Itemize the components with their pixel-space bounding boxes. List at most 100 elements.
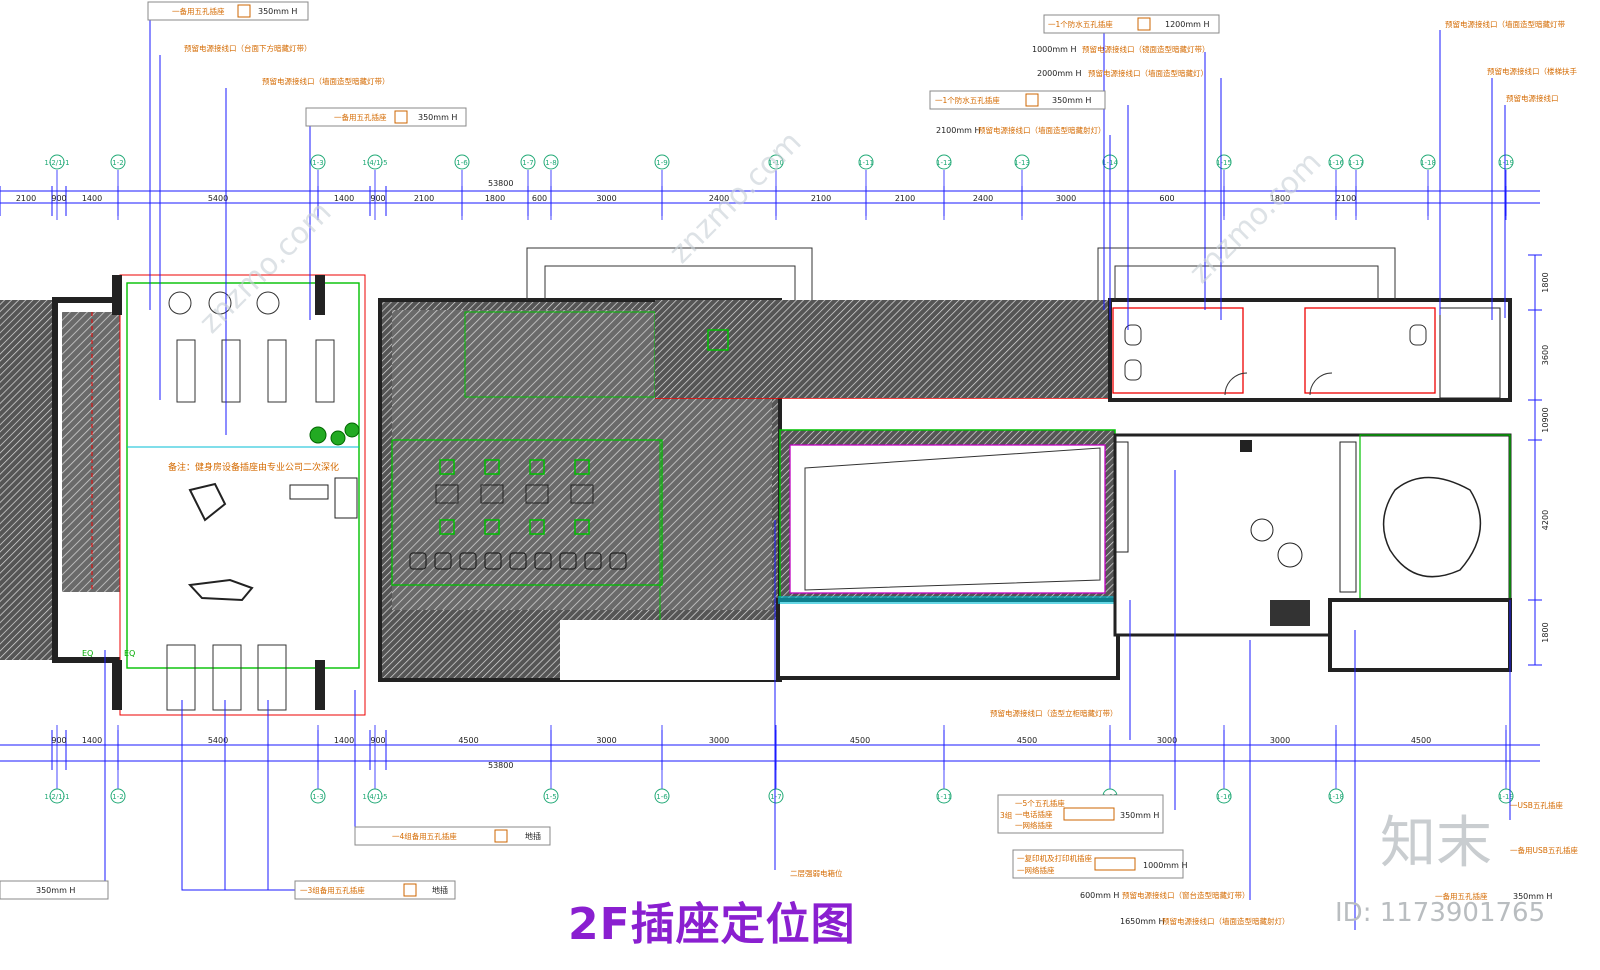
top-leaders	[149, 15, 1506, 435]
axis-bubble-top	[310, 154, 326, 170]
axis-bubble-bottom	[367, 788, 383, 804]
note-bot-7-l2: 一网络插座	[1017, 865, 1055, 875]
axis-label-top: 1-19	[1498, 159, 1514, 167]
axis-label-top: 1-9	[656, 159, 667, 167]
eq-label-1: EQ	[82, 649, 93, 658]
bottom-dimension-label: 3000	[1270, 736, 1290, 745]
note-bot-9: 预留电源接线口（墙面造型暗藏射灯）	[1162, 916, 1290, 926]
top-dimension-label: 2100	[16, 194, 36, 203]
note-bot-6-l1: 一5个五孔插座	[1015, 798, 1065, 808]
axis-label-top: 1-16	[1328, 159, 1344, 167]
top-dimension-label: 900	[370, 194, 385, 203]
axis-bubble-top	[1014, 154, 1030, 170]
axis-label-top: 1-12	[936, 159, 952, 167]
seat-icon	[609, 552, 627, 570]
axis-bubble-top	[768, 154, 784, 170]
axis-label-top: 1-7	[522, 159, 533, 167]
axis-label-bottom: 1-11	[936, 793, 952, 801]
note-bot-7-l1: 一复印机及打印机插座	[1017, 853, 1092, 863]
axis-label-bottom: 1-4/1-5	[362, 793, 387, 801]
top-dimension-label: 1400	[82, 194, 102, 203]
axis-bubble-bottom	[310, 788, 326, 804]
desk-chair-icon	[529, 519, 545, 535]
desk-chair-icon	[439, 459, 455, 475]
watermark-id: ID: 1173901765	[1335, 898, 1546, 928]
axis-label-top: 1-6	[456, 159, 468, 167]
bottom-dimension-label: 900	[51, 736, 66, 745]
axis-label-top: 1-4/1-5	[362, 159, 387, 167]
watermark-brand: 知末	[1380, 811, 1492, 876]
note-bot-12-value: 350mm H	[1513, 892, 1552, 901]
desk-icon	[525, 484, 549, 504]
note-bot-8-h: 600mm H	[1080, 891, 1119, 900]
axis-bubble-top	[367, 154, 383, 170]
axis-bubble-top	[1420, 154, 1436, 170]
desk-icon	[435, 484, 459, 504]
note-bot-6-l2: 一电话插座	[1015, 809, 1053, 819]
note-tr-8: 预留电源接线口	[1506, 93, 1559, 103]
bottom-dimension-label: 4500	[1017, 736, 1037, 745]
axis-label-bottom: 1-19	[1498, 793, 1514, 801]
central-void	[776, 429, 1120, 680]
axis-bubble-top	[520, 154, 536, 170]
axis-bubble-top	[543, 154, 559, 170]
axis-label-bottom: 1-2	[112, 793, 123, 801]
top-dimension-label: 5400	[208, 194, 228, 203]
note-top-2: 预留电源接线口（台面下方暗藏灯带）	[184, 43, 312, 53]
axis-bubble-top	[110, 154, 126, 170]
axis-bubble-top	[454, 154, 470, 170]
bottom-dimension-label: 900	[370, 736, 385, 745]
right-dimension-label: 4200	[1541, 510, 1550, 530]
axis-bubble-bottom	[1328, 788, 1344, 804]
eq-label-2: EQ	[124, 649, 135, 658]
bottom-dimension-label: 5400	[208, 736, 228, 745]
seat-icon	[559, 552, 577, 570]
seat-icon	[434, 552, 452, 570]
note-bot-2-prefix: 一4组备用五孔插座	[392, 831, 457, 841]
bottom-dimension-label: 3000	[1157, 736, 1177, 745]
axis-label-bottom: 1-7	[770, 793, 781, 801]
axis-bubble-bottom	[654, 788, 670, 804]
top-dimension-label: 2400	[709, 194, 729, 203]
gym-socket-note: 备注：健身房设备插座由专业公司二次深化	[168, 461, 339, 473]
axis-label-top: 1-2	[112, 159, 123, 167]
top-dimension-label: 2100	[895, 194, 915, 203]
top-dimension-label: 900	[51, 194, 66, 203]
note-tr-2-h: 1000mm H	[1032, 45, 1077, 54]
axis-label-top: 1-15	[1216, 159, 1232, 167]
axis-bubble-bottom	[49, 788, 65, 804]
top-dimension-label: 3000	[596, 194, 616, 203]
top-dimension-label: 1800	[485, 194, 505, 203]
axis-bubble-top	[1348, 154, 1364, 170]
desk-chair-icon	[529, 459, 545, 475]
note-bot-10: 一USB五孔插座	[1510, 800, 1563, 810]
note-tr-4-value: 350mm H	[1052, 96, 1091, 105]
bottom-dimension-label: 1400	[334, 736, 354, 745]
left-stair-block	[0, 297, 133, 663]
note-tr-7: 预留电源接线口（楼梯扶手	[1487, 66, 1577, 76]
seat-icon	[484, 552, 502, 570]
note-tr-5: 预留电源接线口（墙面造型暗藏射灯）	[978, 125, 1106, 135]
top-dimension-label: 600	[1159, 194, 1174, 203]
note-bot-6-group: 3组	[1000, 810, 1013, 820]
axis-bubble-bottom	[543, 788, 559, 804]
axis-label-bottom: 1-6	[656, 793, 668, 801]
bottom-dimension-label: 3000	[709, 736, 729, 745]
axis-label-top: 1-8	[545, 159, 556, 167]
top-dimension-label: 2100	[414, 194, 434, 203]
axis-label-top: 1-10	[768, 159, 784, 167]
right-dimension-label: 1800	[1541, 622, 1550, 642]
top-dimension-label: 3000	[1056, 194, 1076, 203]
axis-bubble-top	[1498, 154, 1514, 170]
toilet-block	[1108, 298, 1512, 402]
axis-label-top: 1-3	[312, 159, 323, 167]
axis-label-bottom: 1-16	[1216, 793, 1232, 801]
gym-room: 备注：健身房设备插座由专业公司二次深化 EQ EQ	[82, 274, 366, 716]
desk-chair-icon	[484, 459, 500, 475]
bottom-dimension-label: 4500	[458, 736, 478, 745]
note-top-4-prefix: 一备用五孔插座	[334, 112, 387, 122]
desk-icon	[480, 484, 504, 504]
note-bot-9-h: 1650mm H	[1120, 917, 1165, 926]
note-tr-3: 预留电源接线口（墙面造型暗藏灯）	[1088, 68, 1208, 78]
